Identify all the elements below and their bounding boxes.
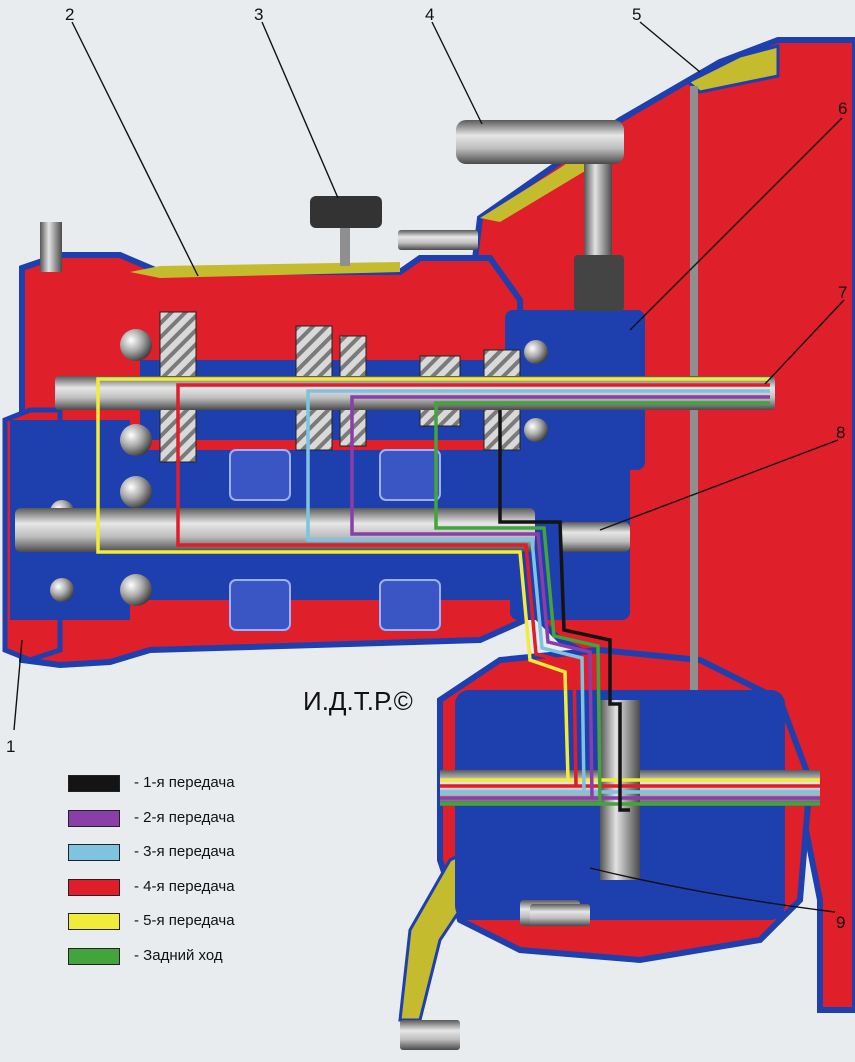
bearing-ball (120, 329, 152, 361)
legend-swatch (68, 913, 120, 930)
callout-2: 2 (65, 5, 74, 24)
legend-label: - 5-я передача (134, 912, 235, 929)
breather-stem (340, 222, 350, 266)
legend-swatch (68, 947, 120, 965)
leader-line-2 (71, 21, 199, 277)
flow-line-3rd-gear (306, 389, 820, 794)
leader-line-8 (599, 439, 839, 531)
driven-gear-3 (229, 579, 291, 631)
flow-line-1st-gear (498, 410, 630, 812)
legend-label: - 4-я передача (134, 877, 235, 895)
top-fittings (40, 120, 624, 1050)
legend-item-reverse: - Задний ход (68, 945, 308, 980)
legend-swatch (68, 809, 120, 827)
callout-4: 4 (425, 5, 434, 24)
callout-1: 1 (6, 737, 15, 756)
rear-bolt (40, 222, 62, 272)
cover-bolt (400, 1020, 460, 1050)
flow-line-reverse (434, 401, 820, 806)
bearing-ball (120, 574, 152, 606)
callout-5: 5 (632, 5, 641, 24)
leader-line-1 (13, 639, 23, 731)
bearing-ball (120, 476, 152, 508)
bearing-ball (50, 578, 74, 602)
shift-lever-block (574, 255, 624, 311)
diff-bolt (530, 904, 590, 926)
input-shaft (55, 376, 775, 410)
callout-9: 9 (836, 913, 845, 932)
legend-item-1st-gear: - 1-я передача (68, 772, 308, 807)
callout-8: 8 (836, 423, 845, 442)
driven-gear-2 (379, 449, 441, 501)
callout-7: 7 (838, 283, 847, 302)
legend-item-4th-gear: - 4-я передача (68, 876, 308, 911)
legend-item-5th-gear: - 5-я передача (68, 910, 308, 945)
flow-line-2nd-gear (350, 395, 820, 800)
bearing-ball (524, 340, 548, 364)
flow-line-4th-gear (176, 383, 820, 788)
leader-line-6 (629, 117, 843, 331)
leader-lines (13, 21, 845, 913)
bearing-ball (120, 424, 152, 456)
legend-swatch (68, 844, 120, 861)
flow-line-5th-gear (96, 377, 820, 782)
power-flow-lines (96, 377, 820, 812)
legend-label: - 3-я передача (134, 843, 235, 860)
legend-item-2nd-gear: - 2-я передача (68, 807, 308, 842)
legend-item-3rd-gear: - 3-я передача (68, 841, 308, 876)
driven-gear-1 (229, 449, 291, 501)
leader-line-3 (261, 21, 339, 199)
legend-swatch (68, 775, 120, 792)
legend-label: - 1-я передача (134, 774, 235, 791)
callout-3: 3 (254, 5, 263, 24)
bearing-ball (524, 418, 548, 442)
driven-gear-4 (379, 579, 441, 631)
legend-label: - Задний ход (134, 946, 223, 964)
leader-line-9 (589, 867, 836, 913)
case-bolt (398, 230, 478, 250)
leader-line-7 (764, 299, 845, 385)
watermark: И.Д.Т.Р.© (303, 686, 413, 716)
leader-line-5 (639, 21, 701, 73)
shift-lever-stem (584, 150, 612, 260)
shift-lever-handle (456, 120, 624, 164)
legend-label: - 2-я передача (134, 808, 235, 826)
legend-swatch (68, 878, 120, 896)
callout-numbers: 1 2 3 4 5 6 7 8 9 (6, 5, 847, 932)
callout-6: 6 (838, 99, 847, 118)
legend: - 1-я передача - 2-я передача - 3-я пере… (68, 772, 308, 979)
breather-cap (310, 196, 382, 228)
output-stub (560, 522, 630, 552)
leader-line-4 (431, 21, 483, 125)
